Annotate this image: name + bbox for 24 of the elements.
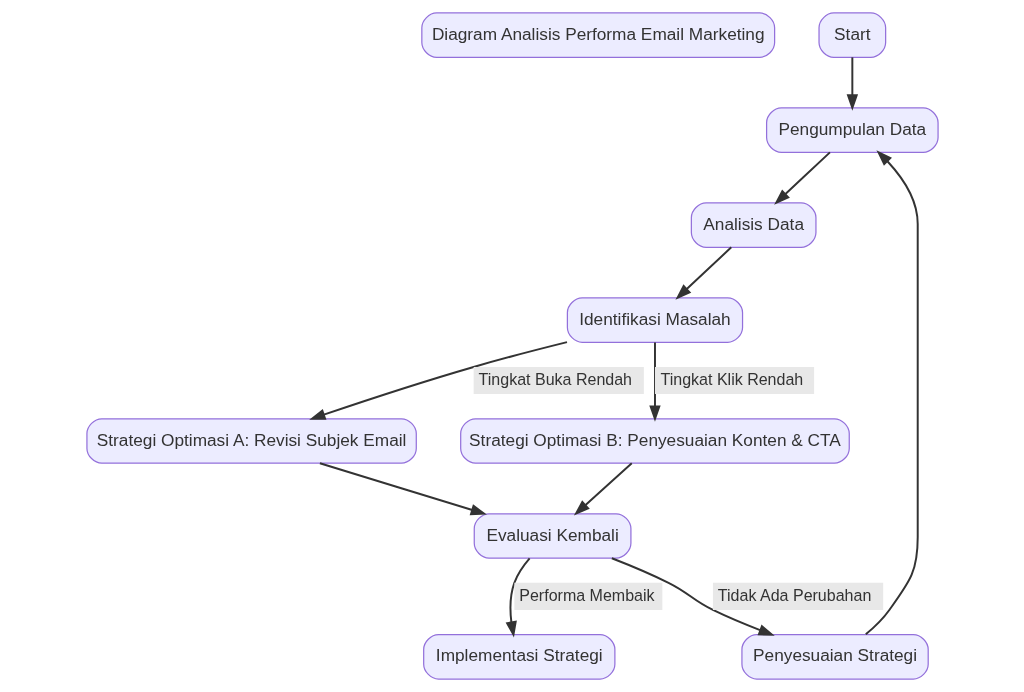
node-box: Diagram Analisis Performa Email Marketing <box>420 12 775 58</box>
arrow <box>648 341 661 422</box>
node-box: Implementasi Strategi <box>422 634 615 680</box>
node-box: Start <box>817 12 886 58</box>
node-box: Strategi Optimasi B: Penyesuaian Konten & CTA <box>459 418 850 464</box>
node-box: Strategi Optimasi A: Revisi Subjek Email <box>85 418 417 464</box>
node-box: Evaluasi Kembali <box>473 513 632 559</box>
arrow <box>610 557 775 636</box>
arrow <box>773 151 831 205</box>
node-box: Penyesuaian Strategi <box>740 634 929 680</box>
node-box: Pengumpulan Data <box>765 107 939 153</box>
edge-label: Performa Membaik <box>518 585 655 604</box>
arrow <box>864 150 919 636</box>
node-box: Analisis Data <box>690 202 817 248</box>
edge-label: Tingkat Buka Rendah <box>478 369 632 388</box>
arrow <box>318 462 487 516</box>
edge-label: Tingkat Klik Rendah <box>660 369 803 388</box>
arrow <box>308 341 568 420</box>
arrow <box>674 246 732 300</box>
edge-label: Tidak Ada Perubahan <box>717 585 871 604</box>
arrow <box>505 557 531 638</box>
arrow <box>846 56 858 111</box>
node-box: Identifikasi Masalah <box>566 297 743 343</box>
arrow <box>573 462 633 516</box>
